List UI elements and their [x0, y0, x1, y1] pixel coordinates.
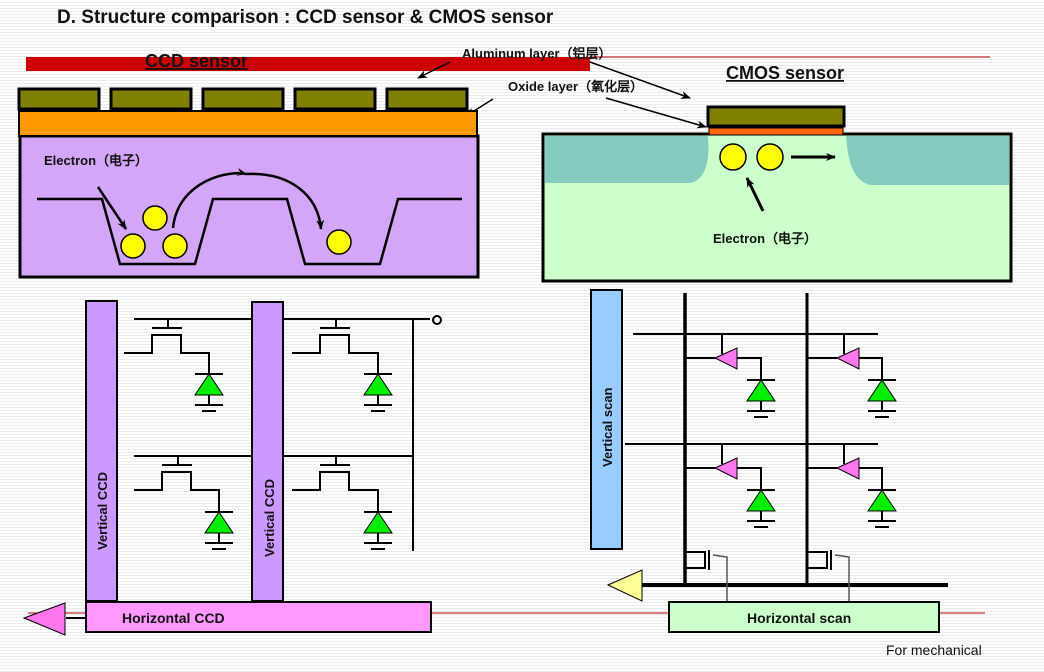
horizontal-ccd-label: Horizontal CCD: [122, 610, 225, 626]
ccd-substrate: [18, 134, 480, 279]
electron-pointer-arrow: [745, 177, 765, 212]
horizontal-ccd: [85, 601, 432, 633]
amp-input: [859, 357, 883, 379]
photodiode-icon: [363, 511, 393, 534]
cmos-oxide-layer: [708, 127, 844, 136]
cmos-pixel-cell: [685, 444, 776, 528]
column-switch-transistor: [807, 550, 850, 602]
cmos-electron-label: Electron（电子）: [713, 231, 817, 246]
electron: [719, 143, 747, 171]
ccd-pixel-cell: [292, 319, 393, 412]
cmos-pixel-cell: [807, 444, 897, 528]
ccd-pixel-cell: [134, 456, 234, 550]
vertical-scan: [590, 289, 623, 550]
cmos-heading: CMOS sensor: [726, 63, 844, 83]
cmos-pixel-cell: [807, 334, 897, 418]
vertical-ccd-1: [85, 300, 118, 602]
ccd-electron-label: Electron（电子）: [44, 153, 148, 168]
ccd-aluminum-gate: [201, 87, 285, 111]
cmos-isolation-right: [846, 136, 1009, 185]
photodiode-icon: [867, 489, 897, 512]
amplifier-icon: [713, 347, 738, 370]
cmos-cross-section: Electron（电子）: [541, 105, 1013, 283]
aluminum-arrow-cmos: [589, 61, 691, 99]
photodiode-icon: [363, 373, 393, 396]
transistor-channel: [292, 334, 379, 374]
switch-control-lead: [834, 554, 850, 602]
transistor-channel: [124, 334, 210, 374]
amplifier-icon: [835, 457, 860, 480]
potential-well-line: [37, 197, 462, 266]
electron: [142, 205, 168, 231]
vertical-ccd-label: Vertical CCD: [262, 479, 277, 557]
transistor-channel: [134, 471, 220, 512]
aluminum-layer-label: Aluminum layer（铝层）: [462, 46, 612, 61]
photodiode-icon: [194, 373, 224, 396]
ccd-cross-section: Electron（电子）: [17, 87, 480, 279]
aluminum-arrow-ccd: [417, 61, 451, 79]
red-accent-bar: [26, 57, 590, 71]
amplifier-icon: [713, 457, 738, 480]
electron: [326, 229, 352, 255]
horizontal-scan-label: Horizontal scan: [747, 610, 851, 626]
cmos-circuit: [625, 293, 948, 602]
cmos-aluminum-gate: [706, 105, 846, 128]
photodiode-icon: [746, 379, 776, 402]
switch-control-lead: [712, 554, 728, 602]
column-switch-transistor: [685, 550, 728, 602]
electron: [756, 143, 784, 171]
ccd-oxide-layer: [18, 110, 478, 137]
electron: [120, 233, 146, 259]
transfer-arrow-down: [245, 172, 325, 230]
photodiode-icon: [746, 489, 776, 512]
ccd-aluminum-gate: [293, 87, 377, 111]
cmos-pixel-cell: [685, 334, 776, 418]
oxide-layer-label: Oxide layer（氧化层）: [508, 79, 643, 94]
vertical-scan-label: Vertical scan: [600, 387, 615, 467]
transistor-channel: [292, 471, 379, 512]
cmos-isolation-left: [545, 136, 709, 183]
horizontal-scan: [668, 601, 940, 633]
switch-channel: [685, 551, 706, 569]
transfer-arrow-up: [171, 167, 247, 229]
ccd-pixel-cell: [292, 456, 393, 550]
ccd-aluminum-gate: [17, 87, 101, 111]
page-title: D. Structure comparison : CCD sensor & C…: [57, 7, 554, 28]
electron-in-arrow: [96, 186, 128, 230]
cmos-output-amplifier-icon: [606, 569, 643, 602]
vertical-ccd-label: Vertical CCD: [95, 472, 110, 550]
footer-note: For mechanical: [886, 642, 982, 658]
amp-input: [737, 357, 762, 379]
ccd-output-amplifier-icon: [22, 602, 66, 636]
oxide-arrow-cmos: [605, 97, 707, 129]
ccd-heading: CCD sensor: [145, 51, 248, 71]
ccd-aluminum-gate: [385, 87, 469, 111]
output-terminal: [432, 315, 442, 325]
amp-input: [859, 467, 883, 489]
ccd-pixel-cell: [124, 319, 224, 412]
ccd-aluminum-gate: [109, 87, 193, 111]
photodiode-icon: [867, 379, 897, 402]
electron: [162, 233, 188, 259]
amplifier-icon: [835, 347, 860, 370]
switch-channel: [807, 551, 828, 569]
photodiode-icon: [204, 511, 234, 534]
amp-input: [737, 467, 762, 489]
